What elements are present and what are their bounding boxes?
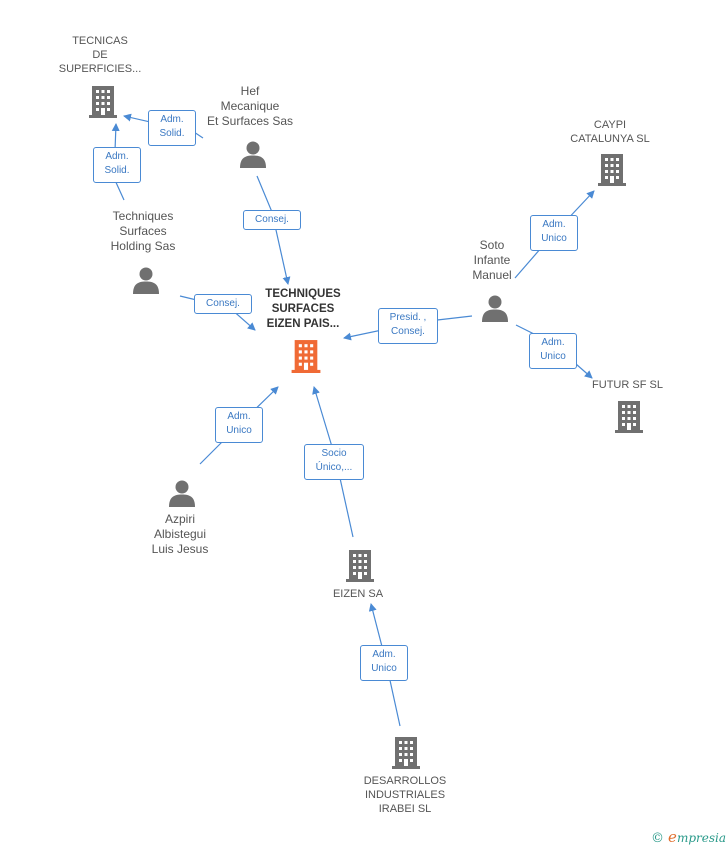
copyright-symbol: © — [651, 831, 665, 846]
edge-hef-main — [256, 175, 291, 285]
tecnicas-label[interactable]: TECNICAS DE SUPERFICIES... — [58, 35, 142, 75]
edge-label-holding-main[interactable]: Consej. — [194, 294, 252, 314]
soto-label[interactable]: Soto Infante Manuel — [472, 238, 512, 282]
empresia-brand[interactable]: ©empresia — [651, 828, 726, 846]
main-building-icon[interactable] — [291, 340, 321, 373]
hef-person-icon[interactable] — [240, 141, 266, 169]
tecnicas-building-icon[interactable] — [89, 86, 117, 118]
eizen-label[interactable]: EIZEN SA — [332, 588, 384, 600]
soto-person-icon[interactable] — [482, 295, 508, 323]
techniques-holding-label[interactable]: Techniques Surfaces Holding Sas — [110, 209, 176, 253]
desarrollos-building-icon[interactable] — [392, 737, 420, 769]
desarrollos-label[interactable]: DESARROLLOS INDUSTRIALES IRABEI SL — [363, 775, 447, 815]
holding-person-icon[interactable] — [133, 267, 159, 295]
edge-label-eizen-main[interactable]: Socio Único,... — [304, 444, 364, 480]
azpiri-label[interactable]: Azpiri Albistegui Luis Jesus — [151, 512, 209, 556]
caypi-label[interactable]: CAYPI CATALUNYA SL — [570, 119, 650, 145]
futur-label[interactable]: FUTUR SF SL — [592, 379, 663, 391]
brand-name: mpresia — [676, 831, 726, 845]
edge-label-holding-tecnicas[interactable]: Adm. Solid. — [93, 147, 141, 183]
main-company-label[interactable]: TECHNIQUES SURFACES EIZEN PAIS... — [265, 288, 341, 330]
hef-label[interactable]: Hef Mecanique Et Surfaces Sas — [206, 84, 294, 128]
caypi-building-icon[interactable] — [598, 154, 626, 186]
futur-building-icon[interactable] — [615, 401, 643, 433]
azpiri-person-icon[interactable] — [169, 480, 195, 508]
edge-label-desarrollos-eizen[interactable]: Adm. Unico — [360, 645, 408, 681]
edge-label-hef-main[interactable]: Consej. — [243, 210, 301, 230]
edge-label-hef-tecnicas[interactable]: Adm. Solid. — [148, 110, 196, 146]
edge-label-soto-futur[interactable]: Adm. Unico — [529, 333, 577, 369]
edge-label-soto-main[interactable]: Presid. , Consej. — [378, 308, 438, 344]
eizen-building-icon[interactable] — [346, 550, 374, 582]
edge-label-soto-caypi[interactable]: Adm. Unico — [530, 215, 578, 251]
brand-e-logo: e — [668, 828, 677, 846]
edge-label-azpiri-main[interactable]: Adm. Unico — [215, 407, 263, 443]
